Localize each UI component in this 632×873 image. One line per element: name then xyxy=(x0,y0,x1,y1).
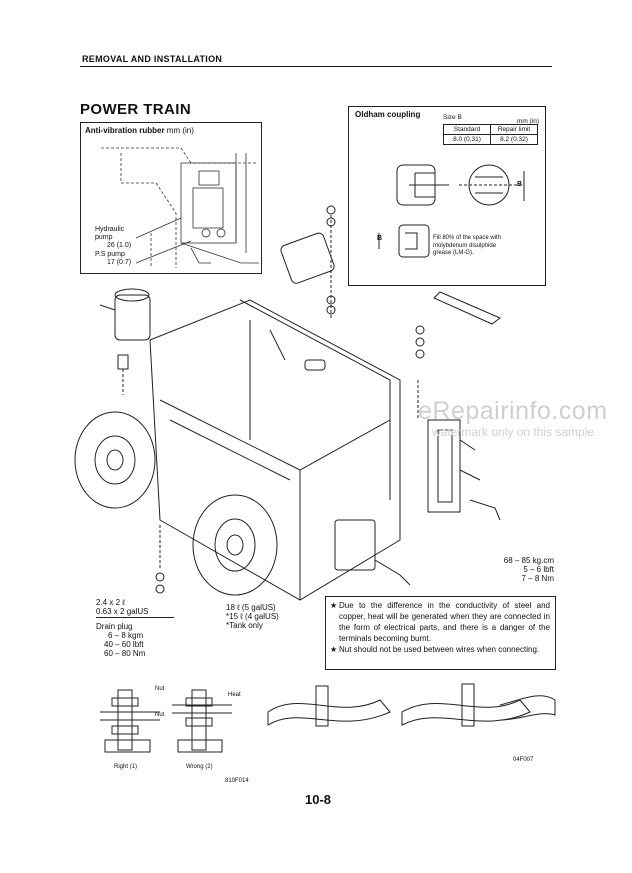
heat-label: Heat xyxy=(228,692,241,698)
grease-fill-note: Fill 80% of the space with molybdenum di… xyxy=(433,235,502,256)
nut-label-2: Nut xyxy=(155,712,165,718)
page-title: POWER TRAIN xyxy=(80,101,192,118)
oldham-drawing xyxy=(378,164,525,258)
oldham-unit: mm (in) xyxy=(516,118,539,125)
figure-code-right: 04F007 xyxy=(513,757,534,763)
dim-b-label-1: B xyxy=(517,181,523,188)
drain-plug-label: Drain plug 6 – 8 kgm 40 – 60 lbft 60 – 8… xyxy=(96,622,146,658)
hydraulic-pump-label: Hydraulic pump 26 (1.0) xyxy=(95,226,132,249)
right-label: Right (1) xyxy=(114,764,138,770)
caution-notes-box: ★ Due to the difference in the conductiv… xyxy=(325,596,556,670)
oldham-size: Size B xyxy=(443,114,462,121)
oldham-title: Oldham coupling xyxy=(355,110,421,119)
oldham-spec-table: Standard Repair limit 8.0 (0.31) 8.2 (0.… xyxy=(443,124,538,145)
anti-vibration-drawing xyxy=(101,147,259,268)
oil-capacity-label: 2.4 x 2 ℓ 0.63 x 2 galUS xyxy=(96,598,149,616)
tank-capacity-label: 18 ℓ (5 galUS) *15 ℓ (4 galUS) *Tank onl… xyxy=(226,603,279,630)
section-title: REMOVAL AND INSTALLATION xyxy=(82,54,223,64)
oldham-coupling-inset: Oldham coupling Size B mm (in) Standard … xyxy=(348,106,546,286)
anti-vibration-label: Anti-vibration rubber xyxy=(85,126,165,135)
figure-code-left: 810F014 xyxy=(225,778,249,784)
ps-pump-label: P.S pump 17 (0.7) xyxy=(95,251,132,266)
anti-vibration-inset: Anti-vibration rubber mm (in) Hydraulic … xyxy=(80,122,262,274)
watermark-main: eRepairinfo.com xyxy=(418,397,608,425)
wrong-label: Wrong (2) xyxy=(186,764,213,770)
header-rule xyxy=(80,66,552,67)
spec-value-repair: 8.2 (0.32) xyxy=(490,134,538,145)
note-nut: ★ Nut should not be used between wires w… xyxy=(330,645,540,654)
watermark-sub: watermark only on this sample xyxy=(432,425,595,439)
nut-label-1: Nut xyxy=(155,686,165,692)
note-conductivity: ★ Due to the difference in the conductiv… xyxy=(330,601,550,643)
anti-vibration-title: Anti-vibration rubber mm (in) xyxy=(85,126,194,135)
dim-b-label-2: B xyxy=(377,235,383,242)
anti-vibration-unit: mm (in) xyxy=(166,126,194,135)
torque-spec-label: 68 – 85 kg.cm 5 – 6 lbft 7 – 8 Nm xyxy=(503,556,554,583)
page-number: 10-8 xyxy=(305,792,332,807)
